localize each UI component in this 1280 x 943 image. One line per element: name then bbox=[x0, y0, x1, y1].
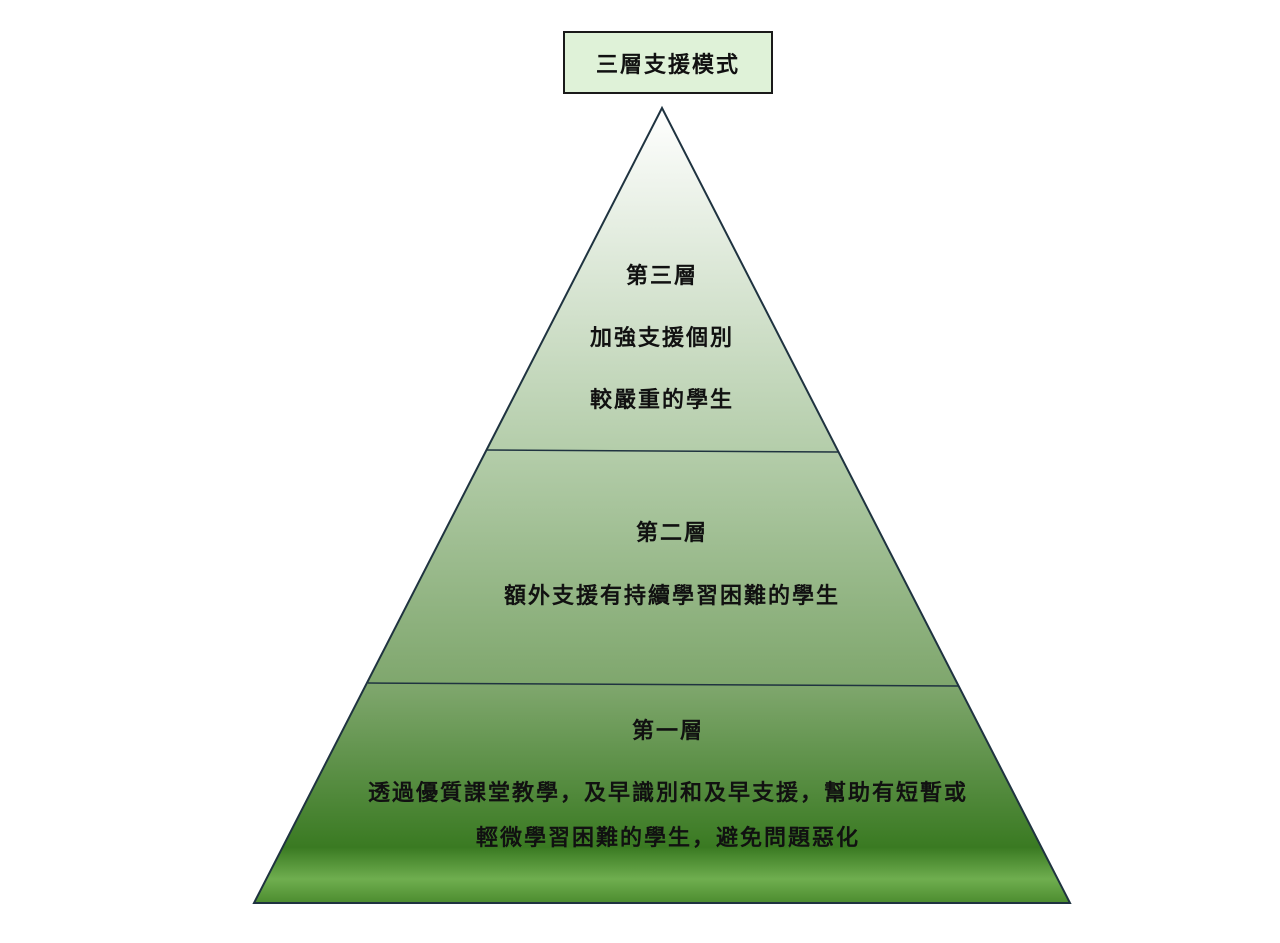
tier-1-heading: 第一層 bbox=[631, 718, 704, 744]
diagram-title: 三層支援模式 bbox=[563, 31, 773, 94]
tier-divider-upper bbox=[486, 449, 839, 453]
tier-3-description-line-2: 較嚴重的學生 bbox=[589, 387, 734, 413]
tier-1-description-line-2: 輕微學習困難的學生，避免問題惡化 bbox=[475, 825, 860, 851]
tier-3-heading: 第三層 bbox=[625, 263, 698, 289]
pyramid-shape bbox=[252, 105, 1072, 904]
tier-divider-lower bbox=[367, 682, 959, 687]
tier-3-description-line-1: 加強支援個別 bbox=[589, 325, 734, 351]
tier-2-description: 額外支援有持續學習困難的學生 bbox=[503, 583, 840, 609]
tier-2-heading: 第二層 bbox=[635, 520, 708, 546]
tier-1-description-line-1: 透過優質課堂教學，及早識別和及早支援，幫助有短暫或 bbox=[367, 780, 968, 806]
